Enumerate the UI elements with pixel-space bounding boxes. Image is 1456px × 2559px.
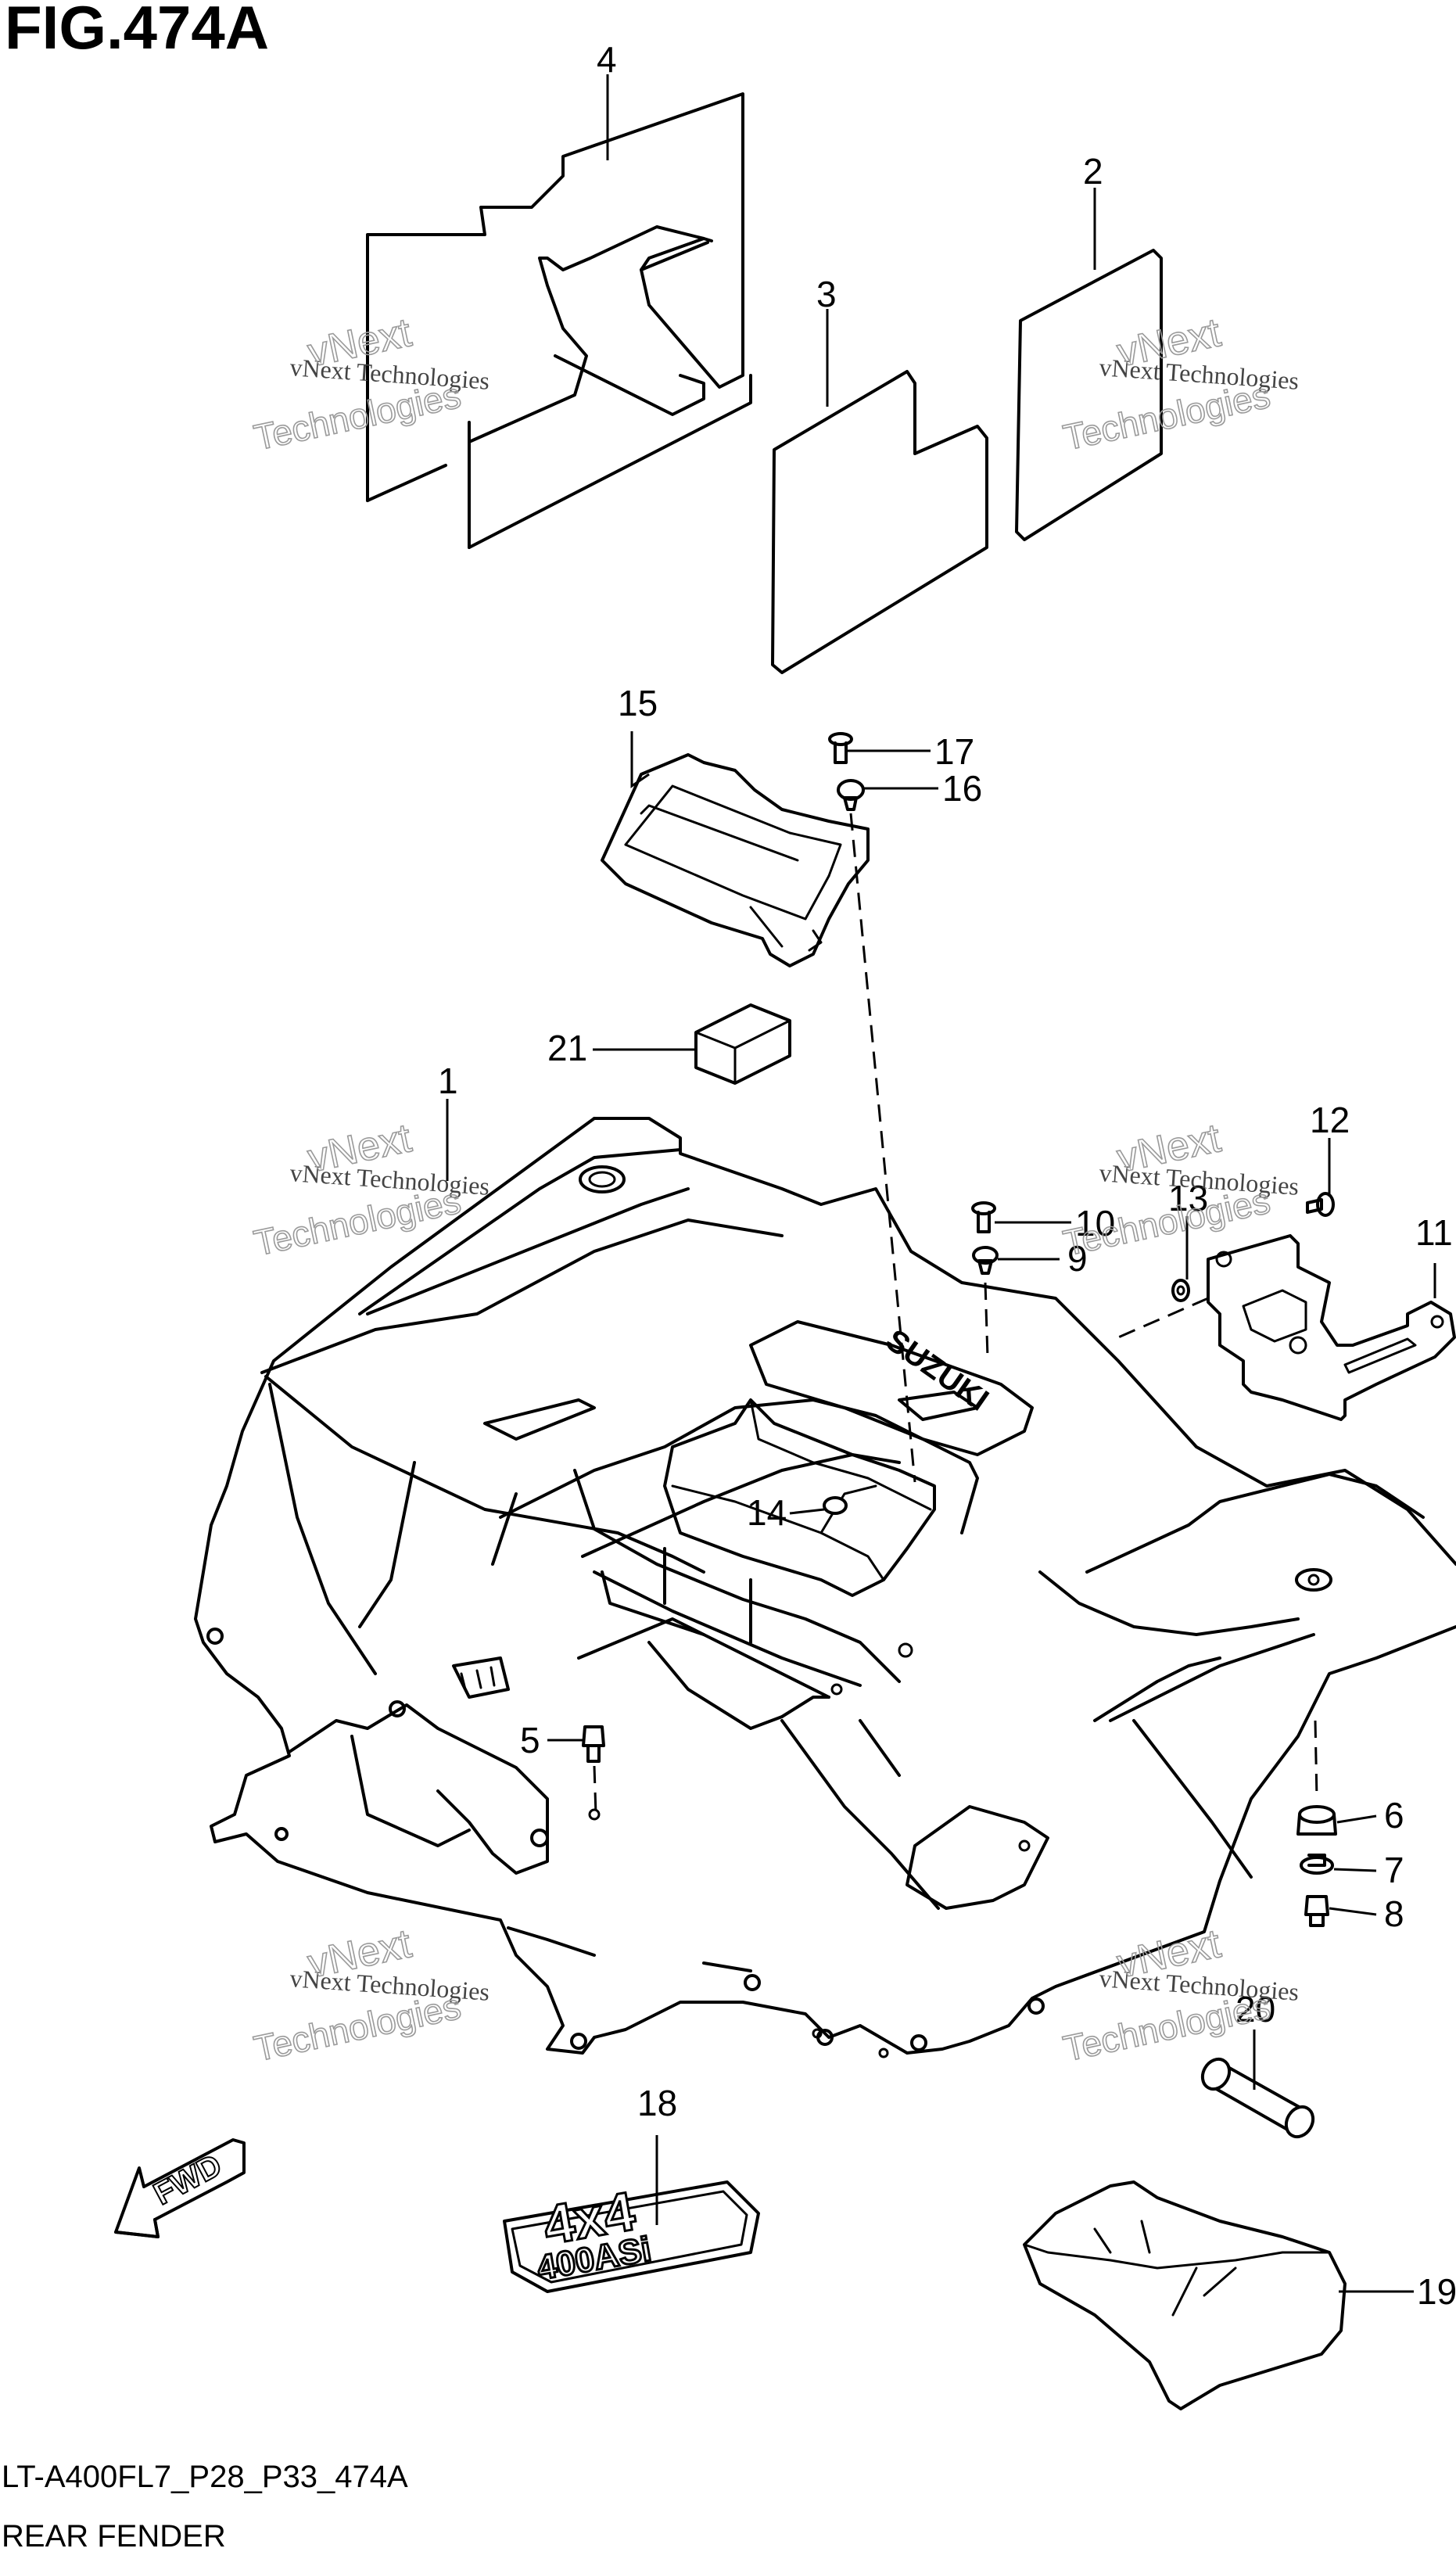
part-2-sticker xyxy=(1015,249,1163,541)
part-18-badge: 4x4 400ASi xyxy=(503,2179,760,2293)
part-10-screw xyxy=(971,1201,996,1233)
callout-21: 21 xyxy=(547,1028,587,1068)
watermark-4: vNext Technologies vNext Technologies xyxy=(1059,1114,1300,1264)
callout-7: 7 xyxy=(1384,1850,1404,1890)
watermark-5: vNext Technologies vNext Technologies xyxy=(249,1920,490,2069)
part-5-bolt xyxy=(582,1725,605,1763)
callout-labels: 4 2 3 15 17 16 21 1 12 13 11 10 9 14 5 6… xyxy=(438,39,1456,2312)
part-17-screw xyxy=(828,732,853,764)
callout-14: 14 xyxy=(747,1492,787,1533)
part-20-tube xyxy=(1200,2057,1315,2139)
part-8-bolt xyxy=(1304,1895,1329,1927)
callout-16: 16 xyxy=(942,768,982,809)
callout-13: 13 xyxy=(1168,1178,1208,1218)
callout-3: 3 xyxy=(816,274,837,314)
brand-decal: SUZUKI xyxy=(880,1323,995,1417)
callout-2: 2 xyxy=(1083,151,1103,192)
callout-8: 8 xyxy=(1384,1893,1404,1934)
part-12-screw xyxy=(1306,1192,1335,1217)
watermark-6: vNext Technologies vNext Technologies xyxy=(1059,1920,1300,2069)
callout-10: 10 xyxy=(1075,1203,1115,1244)
part-3-sticker xyxy=(771,370,988,674)
part-13-washer xyxy=(1171,1279,1190,1302)
svg-text:Technologies: Technologies xyxy=(250,1180,464,1264)
svg-text:Technologies: Technologies xyxy=(1060,1986,1273,2069)
watermark-1: vNext Technologies vNext Technologies xyxy=(249,309,490,458)
part-6-grommet xyxy=(1296,1805,1337,1836)
watermarks: vNext Technologies vNext Technologies vN… xyxy=(249,309,1300,2069)
part-7-collar xyxy=(1300,1854,1334,1875)
callout-4: 4 xyxy=(597,39,617,80)
part-9-clip xyxy=(972,1246,999,1275)
callout-12: 12 xyxy=(1310,1100,1350,1140)
part-16-clip xyxy=(837,779,865,811)
svg-text:Technologies: Technologies xyxy=(250,1986,464,2069)
svg-text:Technologies: Technologies xyxy=(250,375,464,458)
callout-15: 15 xyxy=(618,683,658,723)
callout-6: 6 xyxy=(1384,1795,1404,1836)
part-19-cover xyxy=(1023,2180,1347,2410)
part-15-tray xyxy=(601,753,870,967)
part-11-bracket xyxy=(1207,1234,1456,1421)
watermark-2: vNext Technologies vNext Technologies xyxy=(1059,309,1300,458)
part-4-sticker-sheet xyxy=(366,92,752,549)
watermark-3: vNext Technologies vNext Technologies xyxy=(249,1114,490,1264)
leader-lines xyxy=(446,74,1436,2293)
fwd-arrow-icon: FWD xyxy=(114,2138,246,2238)
part-1-rear-fender: SUZUKI xyxy=(194,1117,1456,2058)
callout-20: 20 xyxy=(1235,1989,1275,2030)
callout-1: 1 xyxy=(438,1061,458,1101)
section-name: REAR FENDER xyxy=(2,2519,226,2554)
callout-18: 18 xyxy=(637,2083,677,2123)
callout-19: 19 xyxy=(1417,2271,1456,2312)
callout-5: 5 xyxy=(520,1720,540,1760)
callout-9: 9 xyxy=(1067,1238,1088,1279)
figure-title: FIG.474A xyxy=(5,0,269,62)
callout-17: 17 xyxy=(934,731,974,772)
model-code: LT-A400FL7_P28_P33_474A xyxy=(2,2460,408,2494)
svg-text:Technologies: Technologies xyxy=(1060,375,1273,458)
part-21-block xyxy=(694,1003,791,1085)
callout-11: 11 xyxy=(1415,1212,1453,1253)
